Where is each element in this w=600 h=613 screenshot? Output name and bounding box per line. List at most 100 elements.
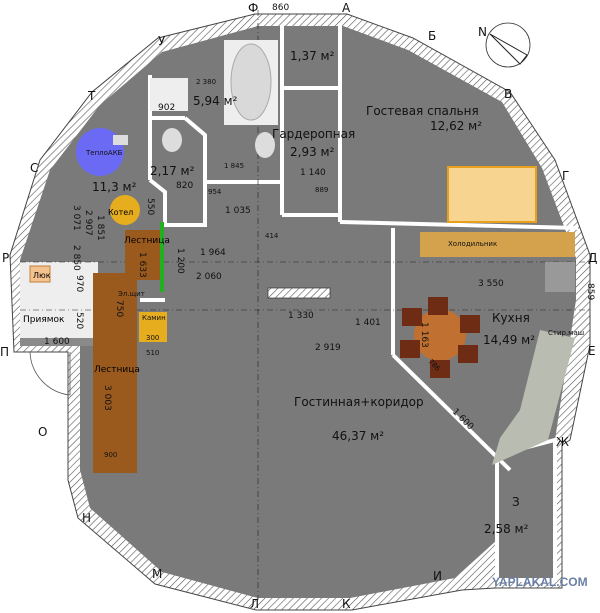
axis-label-f: Ф	[248, 1, 258, 15]
room-z-floor	[495, 437, 557, 582]
dimension: 750	[114, 300, 124, 317]
stairs-main-label: Лестница	[94, 365, 140, 375]
entrance-door	[29, 351, 71, 396]
dimension: 2 850	[71, 245, 81, 271]
kitchen-counter-top	[420, 232, 575, 257]
dimension: 520	[74, 312, 84, 329]
axis-label-n: Н	[82, 511, 91, 525]
dimension: 954	[208, 188, 222, 196]
boiler	[110, 195, 140, 225]
dimension: 300	[146, 334, 159, 342]
dimension: 1 330	[288, 311, 314, 321]
stairs-main	[93, 273, 137, 473]
guest-bed	[447, 166, 537, 223]
living-area: 46,37 м²	[332, 429, 384, 443]
dimension: 859	[585, 283, 595, 300]
dining-table	[414, 309, 466, 361]
dimension: 2 907	[83, 210, 93, 236]
dimension: 1 633	[137, 252, 147, 278]
living-name: Гостинная+коридор	[294, 395, 424, 409]
fridge-label: Холодильник	[448, 240, 497, 248]
bathtub-basin	[230, 43, 272, 121]
dimension: 3 550	[478, 279, 504, 289]
axis-label-d: Д	[588, 251, 597, 265]
dimension: 3 003	[102, 385, 112, 411]
toilet-bowl	[162, 128, 182, 152]
kitchen-counter-right	[545, 262, 575, 292]
hatch	[29, 265, 51, 283]
watermark: YAPLAKAL.COM	[492, 575, 588, 589]
fireplace-label: Камин	[142, 314, 166, 322]
kitchen-name: Кухня	[492, 311, 530, 325]
dimension: 3 071	[71, 205, 81, 231]
kitchen-counter-curve	[492, 330, 575, 465]
dining-chairs	[400, 297, 480, 378]
shower-size-label: 902	[158, 103, 175, 113]
dimension: 820	[176, 181, 193, 191]
room-z-area: 2,58 м²	[484, 522, 529, 536]
dimension: 1 401	[355, 318, 381, 328]
axis-label-z: З	[512, 495, 520, 509]
toilet-area: 2,17 м²	[150, 164, 195, 178]
boiler-room-area: 11,3 м²	[92, 180, 137, 194]
axis-label-r: Р	[2, 251, 9, 265]
axis-label-e: Е	[588, 344, 596, 358]
wardrobe-name: Гардеропная	[272, 127, 355, 141]
kitchen-area: 14,49 м²	[483, 333, 535, 347]
dimension: 2 380	[196, 78, 216, 86]
axis-label-b: Б	[428, 29, 436, 43]
panel-label: Эл.щит	[118, 290, 145, 298]
svg-text:N: N	[478, 25, 487, 39]
guest-bedroom-area: 12,62 м²	[430, 119, 482, 133]
axis-label-v: В	[504, 87, 512, 101]
floor-area	[20, 26, 576, 598]
washer-label: Стир.маш	[548, 329, 584, 337]
partition-wall	[267, 287, 331, 299]
axis-label-k: К	[342, 597, 351, 611]
fireplace	[139, 312, 167, 342]
dimension: 1 140	[300, 168, 326, 178]
dimension: 970	[74, 275, 84, 292]
axis-label-m: М	[152, 567, 162, 581]
storage-area: 1,37 м²	[290, 49, 335, 63]
dimension: 860	[272, 3, 289, 13]
heat-accumulator-label: ТеплоАКБ	[85, 149, 123, 157]
dimension: 414	[265, 232, 279, 240]
dimension: 2 919	[315, 343, 341, 353]
bathroom-area: 5,94 м²	[193, 94, 238, 108]
dimension: 1 964	[200, 248, 226, 258]
dimension: 1 600	[44, 337, 70, 347]
dimension: 889	[315, 186, 328, 194]
shower-tray	[150, 78, 188, 111]
heat-accumulator	[76, 128, 124, 176]
dimension: 1 851	[95, 215, 105, 241]
dimension: 1 200	[175, 248, 185, 274]
compass-icon: N	[478, 22, 531, 68]
axis-label-t: Т	[87, 89, 96, 103]
sink	[255, 132, 275, 158]
stairs-upper	[125, 230, 160, 280]
axis-label-g: Г	[562, 169, 569, 183]
dimension: 2 060	[196, 272, 222, 282]
axis-label-s: С	[30, 161, 38, 175]
dimension: 1 163	[419, 322, 429, 348]
dimension: 900	[104, 451, 117, 459]
axis-label-i: И	[433, 569, 442, 583]
dimension: 550	[145, 198, 155, 215]
axis-label-zh: Ж	[556, 435, 569, 449]
hatch-label: Люк	[33, 271, 51, 280]
guest-bedroom-name: Гостевая спальня	[366, 104, 479, 118]
wardrobe-area: 2,93 м²	[290, 145, 335, 159]
axis-label-o: О	[38, 425, 47, 439]
dimension: 1 845	[224, 162, 244, 170]
axis-label-u: У	[158, 34, 166, 48]
boiler-label: Котел	[108, 208, 133, 217]
dimension: 1 035	[225, 206, 251, 216]
stairs-upper-label: Лестница	[124, 236, 170, 246]
axis-label-l: Л	[250, 597, 259, 611]
pit-label: Приямок	[23, 315, 65, 325]
axis-label-a: А	[342, 1, 351, 15]
axis-label-p: П	[0, 345, 9, 359]
